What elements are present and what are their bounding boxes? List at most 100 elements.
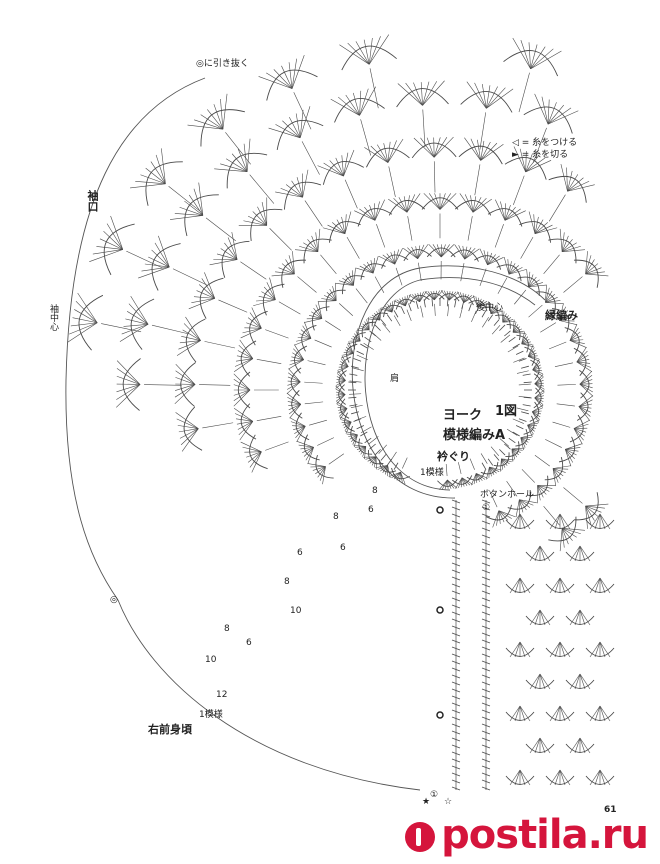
fan-spoke: [448, 291, 454, 301]
fan-spoke: [480, 141, 491, 161]
fan-spoke: [239, 421, 254, 441]
fan-spoke: [480, 142, 498, 161]
legend-cut-yarn: ► = 糸を切る: [512, 150, 569, 160]
fan-spoke: [461, 477, 474, 485]
fan-spoke: [464, 194, 474, 213]
fan-spoke: [532, 369, 543, 372]
pattern-a-label: 模様編みA: [443, 428, 506, 443]
mark-a-symbol: ◎: [110, 595, 118, 605]
chain-strand: [204, 341, 236, 349]
edging-tick: [515, 350, 524, 355]
fan-spoke: [116, 375, 141, 385]
fan-spoke: [561, 528, 573, 541]
fan-spoke: [379, 307, 382, 321]
fan-spoke: [298, 444, 314, 448]
fan-spoke: [486, 467, 490, 480]
fan-spoke: [498, 510, 505, 523]
fan-spoke: [545, 293, 556, 303]
fan-spoke: [72, 317, 98, 324]
fan-spoke: [472, 197, 487, 213]
fan-spoke: [174, 213, 203, 216]
fan-spoke: [347, 42, 370, 65]
fan-spoke: [579, 375, 593, 385]
fan-spoke: [426, 137, 435, 158]
fan-arc: [78, 294, 104, 351]
fan-spoke: [396, 472, 401, 481]
fan-spoke: [292, 251, 295, 275]
fan-spoke: [441, 479, 448, 490]
fan-spoke: [286, 392, 301, 405]
fan-spoke: [299, 333, 312, 339]
chain-strand: [434, 303, 436, 316]
fan-spoke: [337, 373, 346, 381]
fan-spoke: [335, 283, 354, 286]
front-fan-spoke: [549, 513, 561, 530]
fan-spoke: [534, 397, 544, 402]
fan-spoke: [520, 434, 534, 438]
fan-spoke: [303, 242, 319, 252]
fan-spoke: [374, 201, 380, 221]
fan-spoke: [528, 356, 541, 362]
fan-spoke: [150, 161, 166, 184]
fan-spoke: [204, 272, 216, 299]
fan-spoke: [512, 321, 517, 333]
fan-spoke: [463, 295, 473, 303]
front-fan-spoke: [519, 513, 531, 530]
fan-spoke: [332, 285, 337, 301]
edging-tick: [349, 404, 358, 407]
front-fan-spoke: [594, 705, 601, 722]
chain-strand: [518, 383, 531, 386]
fan-spoke: [502, 321, 516, 323]
fan-spoke: [552, 468, 566, 473]
fan-spoke: [585, 267, 602, 275]
fan-spoke: [585, 505, 588, 529]
edging-tick: [348, 396, 357, 399]
fan-spoke: [534, 373, 544, 384]
chain-strand: [314, 339, 332, 348]
chain-strand: [497, 277, 508, 294]
chain-strand: [563, 487, 583, 504]
fan-spoke: [359, 86, 377, 116]
fan-spoke: [369, 316, 381, 321]
fan-spoke: [527, 424, 534, 435]
edging-tick: [356, 425, 365, 430]
fan-spoke: [559, 228, 563, 252]
fan-spoke: [233, 407, 254, 422]
fan-spoke: [287, 380, 301, 383]
fan-spoke: [176, 340, 201, 356]
fan-spoke: [567, 184, 595, 192]
fan-spoke: [511, 448, 518, 458]
fan-spoke: [532, 361, 541, 371]
fan-spoke: [369, 456, 377, 464]
fan-spoke: [347, 340, 361, 344]
chain-strand: [548, 194, 566, 222]
fan-spoke: [515, 499, 520, 518]
fan-spoke: [532, 358, 540, 371]
fan-spoke: [413, 137, 435, 158]
fan-spoke: [439, 193, 446, 210]
fan-spoke: [291, 58, 297, 89]
fan-spoke: [433, 290, 435, 300]
chain-strand: [168, 186, 201, 212]
fan-spoke: [585, 251, 588, 275]
row-number: 6: [340, 543, 346, 553]
fan-spoke: [552, 468, 564, 477]
legend-attach-yarn: ◁ = 糸をつける: [512, 138, 578, 148]
fan-spoke: [559, 313, 571, 321]
fan-spoke: [280, 187, 303, 198]
edging-tick: [348, 381, 357, 384]
fan-spoke: [288, 404, 302, 415]
front-fan-spoke: [539, 737, 546, 754]
fan-spoke: [343, 421, 352, 429]
fan-spoke: [576, 359, 590, 363]
fan-spoke: [348, 434, 358, 437]
fan-spoke: [174, 384, 196, 398]
front-fan-spoke: [519, 641, 526, 658]
fan-arc: [266, 69, 318, 101]
front-fan-spoke: [574, 609, 581, 626]
fan-spoke: [287, 381, 301, 386]
edging-tick: [353, 418, 362, 422]
fan-spoke: [508, 265, 520, 275]
fan-spoke: [511, 447, 525, 450]
fan-spoke: [294, 338, 312, 346]
